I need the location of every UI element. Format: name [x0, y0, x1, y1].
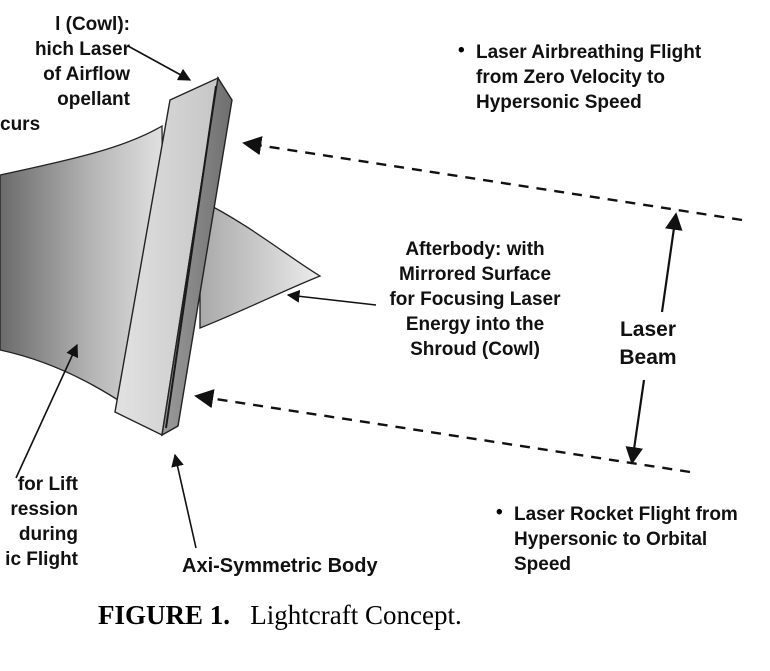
shroud-label-line: hich Laser [34, 39, 130, 60]
afterbody-shape [199, 198, 322, 329]
beam-lower-dashed-line [194, 389, 691, 474]
afterbody-callout-arrow [286, 289, 377, 306]
figure-caption: FIGURE 1. Lightcraft Concept. [98, 600, 462, 631]
afterbody-label-line: Shroud (Cowl) [410, 339, 540, 360]
forebody-label-line: ic Flight [5, 549, 78, 570]
shroud-callout-arrow [127, 45, 192, 81]
rocket-bullet: • [496, 502, 503, 523]
laser-beam-label: Laser Beam [608, 316, 688, 372]
axi-body-label: Axi-Symmetric Body [182, 555, 378, 577]
forebody-label: for Lift ression during ic Flight [0, 472, 78, 572]
forebody-callout-arrow [15, 343, 79, 479]
rocket-label: Laser Rocket Flight from Hypersonic to O… [514, 502, 738, 577]
rocket-label-line: Hypersonic to Orbital [514, 529, 708, 550]
forebody-label-line: for Lift [17, 474, 78, 495]
forebody-label-line: ression [10, 499, 78, 520]
shroud-label-line: opellant [57, 89, 130, 110]
afterbody-label: Afterbody: with Mirrored Surface for Foc… [370, 237, 580, 362]
figure-caption-text: Lightcraft Concept. [237, 600, 462, 630]
axi-body-callout-arrow [171, 453, 197, 549]
afterbody-label-line: for Focusing Laser [389, 289, 561, 310]
shroud-label-line: of Airflow [43, 64, 130, 85]
shroud-label-line: l (Cowl): [55, 14, 130, 35]
beam-width-arrow-up [660, 212, 683, 313]
afterbody-label-line: Energy into the [405, 314, 545, 335]
beam-width-arrow-down [625, 379, 646, 465]
afterbody-label-line: Mirrored Surface [398, 264, 552, 285]
laser-beam-label-line: Beam [619, 346, 677, 369]
shroud-label: l (Cowl): hich Laser of Airflow opellant… [0, 12, 130, 137]
airbreathing-bullet: • [458, 40, 465, 61]
rocket-label-line: Speed [514, 554, 572, 575]
airbreathing-label-line: Laser Airbreathing Flight [476, 42, 702, 63]
beam-upper-dashed-line [242, 136, 743, 222]
shroud-slit-line [165, 85, 217, 429]
afterbody-label-line: Afterbody: with [405, 239, 545, 260]
figure-caption-title: Lightcraft Concept. [250, 600, 462, 630]
laser-beam-label-line: Laser [619, 318, 677, 341]
forebody-label-line: during [18, 524, 78, 545]
figure-number: FIGURE 1. [98, 600, 231, 630]
shroud-side-face [161, 76, 233, 437]
airbreathing-label-line: from Zero Velocity to [476, 67, 665, 88]
airbreathing-label-line: Hypersonic Speed [476, 92, 642, 113]
airbreathing-label: Laser Airbreathing Flight from Zero Velo… [476, 40, 701, 115]
rocket-label-line: Laser Rocket Flight from [514, 504, 738, 525]
shroud-label-line: curs [0, 114, 41, 135]
